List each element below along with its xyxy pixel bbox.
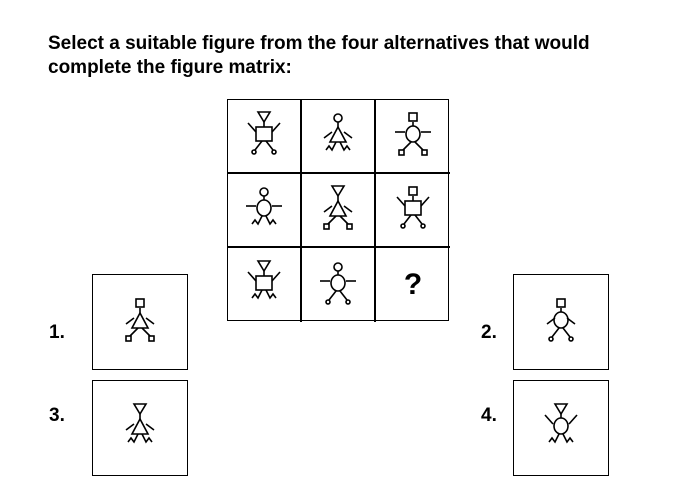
matrix-cell-3 bbox=[376, 100, 450, 174]
question-text: Select a suitable figure from the four a… bbox=[48, 33, 590, 78]
option-3[interactable] bbox=[92, 380, 188, 476]
stick-figure-icon bbox=[246, 187, 282, 226]
matrix-cell-8 bbox=[302, 248, 376, 322]
stick-figure-icon bbox=[544, 403, 578, 444]
stick-figure-icon bbox=[247, 260, 281, 300]
figure-matrix: ? bbox=[227, 99, 450, 322]
stick-figure-icon bbox=[546, 298, 576, 342]
stick-figure-icon bbox=[125, 298, 155, 342]
option-label-1: 1. bbox=[49, 322, 65, 343]
question-mark: ? bbox=[403, 268, 423, 301]
stick-figure-icon bbox=[323, 113, 353, 152]
stick-figure-icon bbox=[323, 185, 353, 230]
option-label-3: 3. bbox=[49, 405, 65, 426]
stick-figure-icon bbox=[395, 112, 431, 156]
matrix-cell-5 bbox=[302, 174, 376, 248]
option-4[interactable] bbox=[513, 380, 609, 476]
matrix-cell-4 bbox=[228, 174, 302, 248]
stick-figure-icon bbox=[320, 262, 356, 305]
matrix-cell-1 bbox=[228, 100, 302, 174]
matrix-cell-2 bbox=[302, 100, 376, 174]
option-1[interactable] bbox=[92, 274, 188, 370]
stick-figure-icon bbox=[247, 111, 281, 155]
matrix-cell-6 bbox=[376, 174, 450, 248]
stick-figure-icon bbox=[125, 403, 155, 444]
matrix-cell-missing: ? bbox=[376, 248, 450, 322]
option-label-4: 4. bbox=[481, 405, 497, 426]
matrix-cell-7 bbox=[228, 248, 302, 322]
option-label-2: 2. bbox=[481, 322, 497, 343]
stick-figure-icon bbox=[396, 186, 430, 229]
option-2[interactable] bbox=[513, 274, 609, 370]
